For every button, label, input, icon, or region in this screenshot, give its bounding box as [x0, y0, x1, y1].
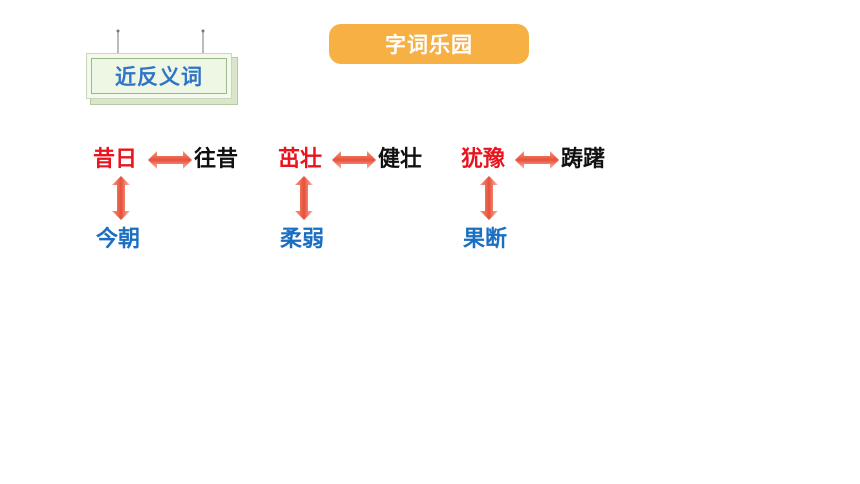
double-arrow-vertical-icon: [112, 176, 130, 220]
synonym-2: 健壮: [378, 147, 423, 172]
section-title: 近反义词: [115, 65, 203, 89]
double-arrow-horizontal-icon: [332, 151, 376, 169]
antonym-2: 柔弱: [280, 227, 325, 252]
word-3: 犹豫: [461, 147, 506, 172]
double-arrow-horizontal-icon: [148, 151, 192, 169]
double-arrow-vertical-icon: [295, 176, 313, 220]
antonym-1: 今朝: [96, 227, 141, 252]
sign-strings: [116, 29, 205, 55]
banner-title: 字词乐园: [385, 33, 473, 57]
antonym-3: 果断: [463, 227, 508, 252]
word-1: 昔日: [93, 147, 138, 172]
double-arrow-horizontal-icon: [515, 151, 559, 169]
section-banner: 字词乐园: [329, 24, 529, 64]
section-sign-label: 近反义词: [91, 58, 227, 94]
synonym-3: 踌躇: [561, 147, 606, 172]
synonym-1: 往昔: [194, 147, 239, 172]
double-arrow-vertical-icon: [480, 176, 498, 220]
section-sign: 近反义词: [86, 53, 232, 99]
word-2: 茁壮: [278, 147, 323, 172]
